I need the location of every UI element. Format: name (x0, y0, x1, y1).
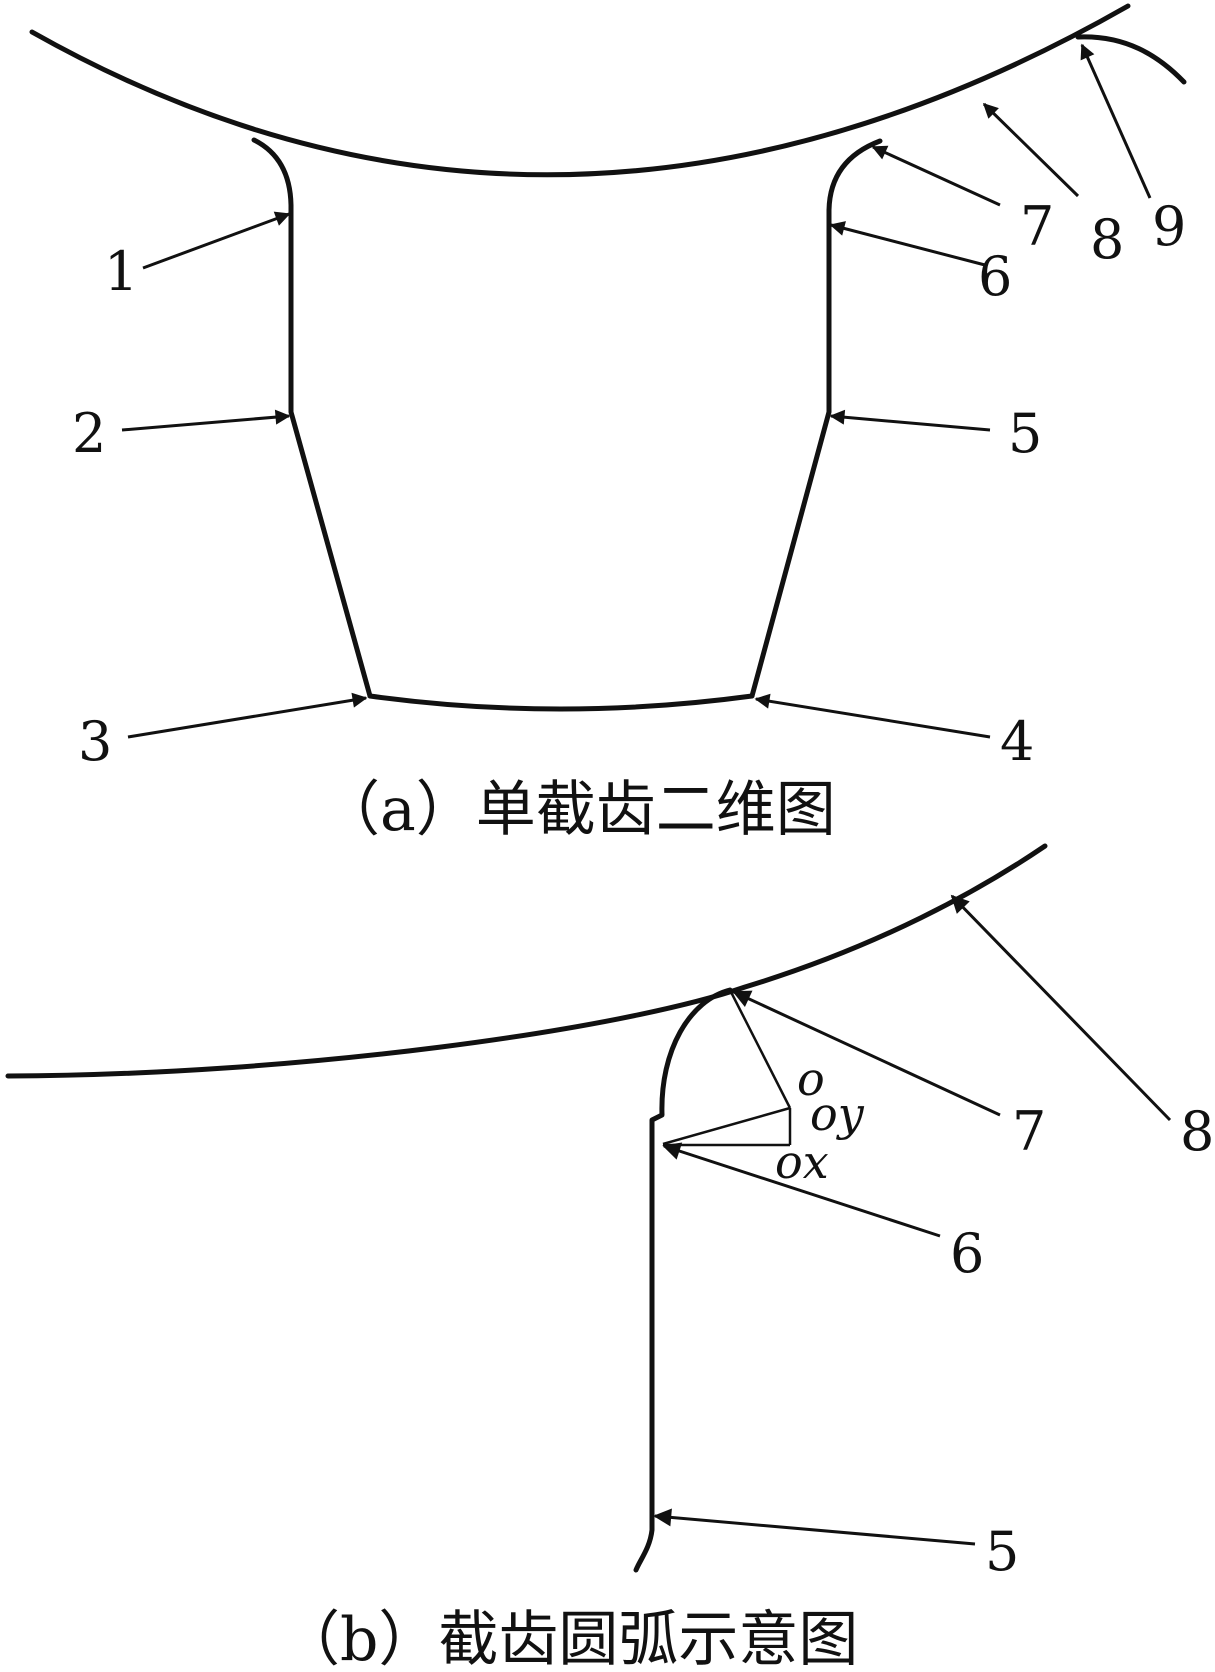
label-9: 9 (1152, 195, 1186, 258)
label-6: 6 (978, 245, 1012, 308)
leader-b-7 (732, 990, 1001, 1117)
outer-arc-a (29, 3, 1131, 178)
tooth-bottom-arc (367, 693, 755, 712)
label-b-7: 7 (1012, 1100, 1046, 1163)
leader-6 (829, 221, 986, 267)
caption-a: （a）单截齿二维图 (320, 775, 836, 845)
leader-5 (829, 409, 991, 432)
label-2: 2 (72, 402, 106, 465)
outer-arc-b (5, 843, 1048, 1079)
tooth-edge-b (633, 987, 733, 1573)
leader-1 (142, 211, 291, 270)
label-b-6: 6 (950, 1222, 984, 1285)
label-7: 7 (1020, 195, 1054, 258)
label-b-5: 5 (985, 1520, 1019, 1583)
leader-8 (982, 102, 1080, 198)
leader-4 (754, 693, 991, 739)
leader-2 (121, 409, 291, 432)
symbol-ox: ox (775, 1135, 829, 1189)
leader-7 (871, 145, 1001, 207)
symbol-oy: oy (810, 1087, 865, 1141)
label-4: 4 (1000, 710, 1034, 773)
diag-line (662, 1106, 791, 1146)
tooth-right-edge (749, 138, 883, 699)
label-b-8: 8 (1180, 1100, 1214, 1163)
figure-a: 1 2 3 4 5 6 7 8 9 （a）单截齿二维图 (29, 3, 1187, 845)
leader-3 (127, 692, 368, 739)
caption-b: （b）截齿圆弧示意图 (280, 1605, 858, 1672)
radius-line (728, 989, 792, 1109)
leader-b-8 (950, 894, 1172, 1122)
label-8: 8 (1090, 208, 1124, 271)
leader-b-5 (653, 1508, 976, 1546)
leader-9 (1080, 43, 1152, 199)
figure-b: o oy ox 5 6 7 8 （b）截齿圆弧示意图 (5, 843, 1214, 1672)
label-3: 3 (78, 710, 112, 773)
leader-b-6 (662, 1142, 941, 1238)
label-1: 1 (104, 240, 138, 303)
symbol-o: o (797, 1052, 825, 1106)
outer-curve-right-a (1075, 34, 1187, 85)
label-5: 5 (1008, 402, 1042, 465)
tooth-left-edge (251, 137, 373, 699)
